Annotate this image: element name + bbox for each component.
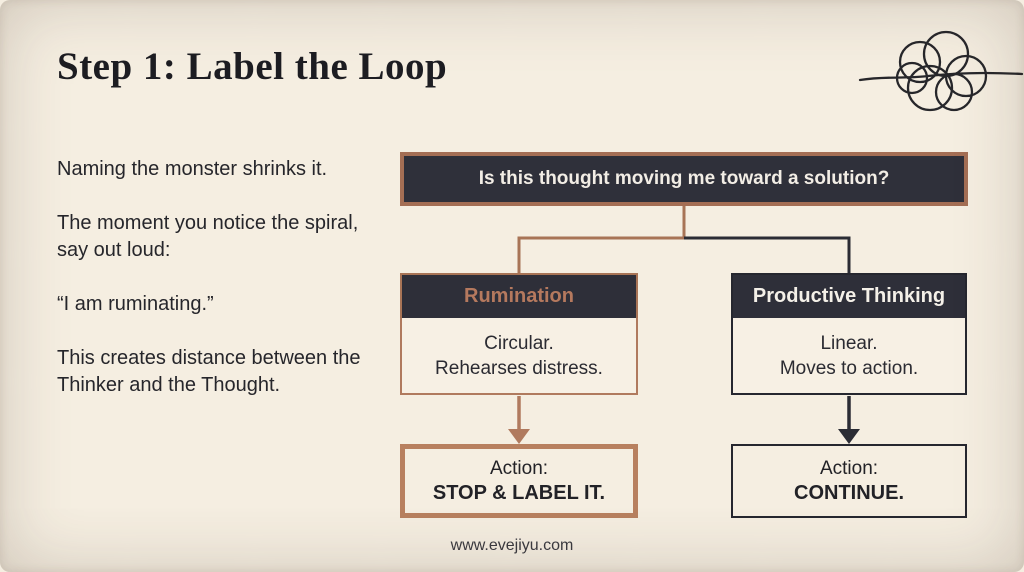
intro-para-2: The moment you notice the spiral, say ou… bbox=[57, 212, 359, 261]
productive-header: Productive Thinking bbox=[731, 273, 967, 320]
footer-url: www.evejiyu.com bbox=[450, 537, 574, 554]
productive-action-text: CONTINUE. bbox=[794, 481, 904, 504]
intro-para-4: This creates distance between the Thinke… bbox=[57, 347, 361, 396]
productive-action-box: Action: CONTINUE. bbox=[731, 444, 967, 518]
productive-body-line1: Linear. bbox=[820, 332, 878, 354]
intro-text: Naming the monster shrinks it. The momen… bbox=[57, 156, 362, 426]
rumination-body-line2: Rehearses distress. bbox=[435, 357, 603, 379]
rumination-body-line1: Circular. bbox=[484, 332, 554, 354]
rumination-action-text: STOP & LABEL IT. bbox=[432, 481, 606, 504]
page-title: Step 1: Label the Loop bbox=[57, 45, 448, 88]
rumination-body: Circular. Rehearses distress. bbox=[400, 318, 638, 395]
rumination-action-label: Action: bbox=[489, 457, 549, 479]
intro-para-3: “I am ruminating.” bbox=[57, 293, 214, 315]
question-box: Is this thought moving me toward a solut… bbox=[400, 152, 968, 206]
branch-rumination: Rumination Circular. Rehearses distress.… bbox=[400, 0, 638, 572]
intro-para-1: Naming the monster shrinks it. bbox=[57, 158, 328, 180]
rumination-action-box: Action: STOP & LABEL IT. bbox=[400, 444, 638, 518]
productive-body: Linear. Moves to action. bbox=[731, 318, 967, 395]
productive-body-line2: Moves to action. bbox=[779, 357, 919, 379]
productive-action-label: Action: bbox=[819, 457, 879, 479]
rumination-header: Rumination bbox=[400, 273, 638, 320]
branch-productive-thinking: Productive Thinking Linear. Moves to act… bbox=[731, 0, 967, 572]
scribble-icon bbox=[858, 30, 1024, 112]
